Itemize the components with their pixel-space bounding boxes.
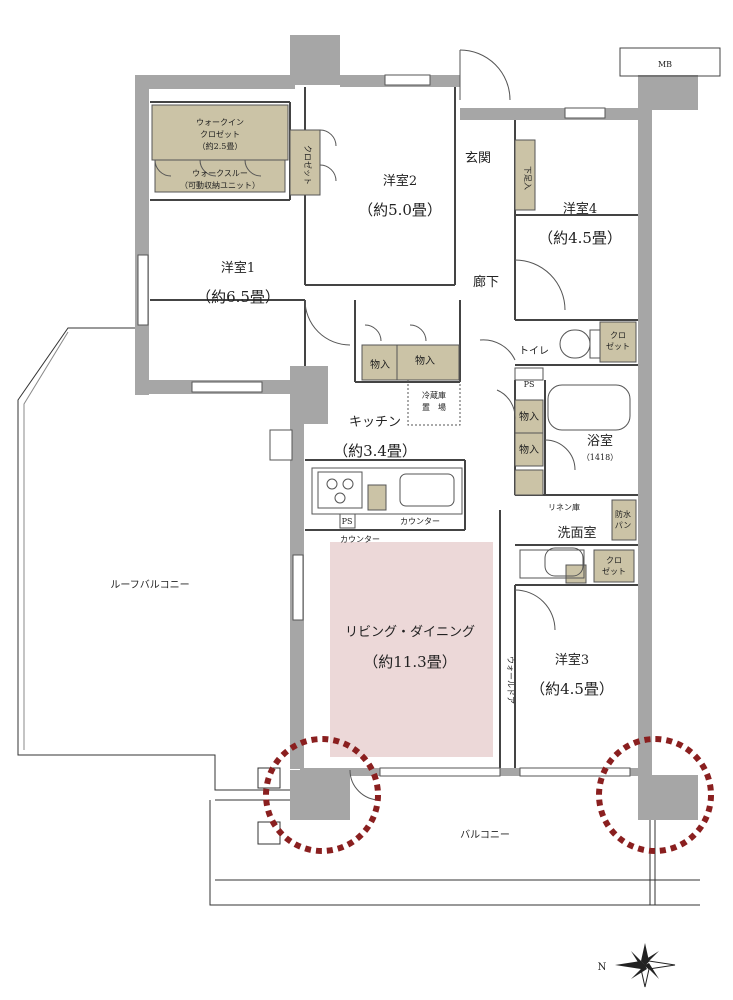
closet-label-w2: クロゼット <box>303 145 313 185</box>
storage-label-2: 物入 <box>415 354 435 367</box>
room-entrance: 玄関 <box>465 151 491 166</box>
storage-label-4: 物入 <box>519 443 539 456</box>
compass-icon <box>615 943 676 988</box>
waterproof-line1: 防水 <box>615 509 631 519</box>
mb-label: MB <box>658 60 672 69</box>
ps-hall: PS <box>524 380 535 389</box>
closet-w3-line1: クロ <box>606 556 622 565</box>
storage-fills <box>151 104 637 584</box>
storage-label-3: 物入 <box>519 410 539 423</box>
closet-w3-line2: ゼット <box>602 566 626 576</box>
room-western2-name: 洋室2 <box>383 173 417 189</box>
interior-walls <box>150 87 638 768</box>
walkthrough-line2: （可動収納ユニット） <box>180 180 260 190</box>
room-western4-name: 洋室4 <box>563 201 597 217</box>
linen-label: リネン庫 <box>548 502 580 512</box>
room-washroom: 洗面室 <box>557 525 596 541</box>
room-bath-name: 浴室 <box>587 433 613 449</box>
closet-w4-line2: ゼット <box>606 341 630 351</box>
outside-outlines <box>17 327 700 906</box>
room-hallway: 廊下 <box>473 274 499 290</box>
walldoor-label: ウォールドア <box>506 656 515 704</box>
walkin-closet-line3: （約2.5畳） <box>198 141 243 151</box>
windows <box>137 74 631 777</box>
counter-label-2: カウンター <box>340 535 380 544</box>
room-kitchen-size: （約3.4畳） <box>333 442 417 460</box>
walkin-closet-line1: ウォークイン <box>196 118 244 127</box>
marker-circle-right <box>596 736 714 854</box>
mb-box <box>619 47 721 77</box>
balcony-label: バルコニー <box>460 829 510 841</box>
room-toilet: トイレ <box>519 346 549 357</box>
kitchen-fixtures <box>311 329 631 579</box>
door-swings <box>154 49 576 801</box>
room-kitchen-name: キッチン <box>349 415 401 430</box>
room-western1-name: 洋室1 <box>221 260 255 276</box>
room-western2-size: （約5.0畳） <box>358 201 442 219</box>
counter-label-1: カウンター <box>400 517 440 526</box>
waterproof-line2: パン <box>615 521 631 530</box>
walkthrough-line1: ウォークスルー <box>192 169 248 178</box>
fridge-line2: 置 場 <box>422 402 446 412</box>
room-western1-size: （約6.5畳） <box>196 288 280 306</box>
room-living-name: リビング・ダイニング <box>345 625 475 640</box>
closet-w4-line1: クロ <box>610 331 626 340</box>
storage-label-1: 物入 <box>370 358 390 371</box>
room-living-size: （約11.3畳） <box>363 653 456 671</box>
fridge-line1: 冷蔵庫 <box>422 390 446 400</box>
ps-kitchen: PS <box>342 517 353 526</box>
roof-balcony-label: ルーフバルコニー <box>110 579 189 591</box>
room-western3-size: （約4.5畳） <box>530 680 614 698</box>
room-western3-name: 洋室3 <box>555 652 589 668</box>
living-highlight <box>330 542 493 757</box>
room-western4-size: （約4.5畳） <box>538 229 622 247</box>
room-bath-size: （1418） <box>582 453 618 462</box>
shoe-box-label: 下足入 <box>523 166 532 190</box>
marker-circle-left <box>263 736 381 854</box>
compass-north-letter: N <box>598 962 607 973</box>
walkin-closet-line2: クロゼット <box>200 129 240 139</box>
